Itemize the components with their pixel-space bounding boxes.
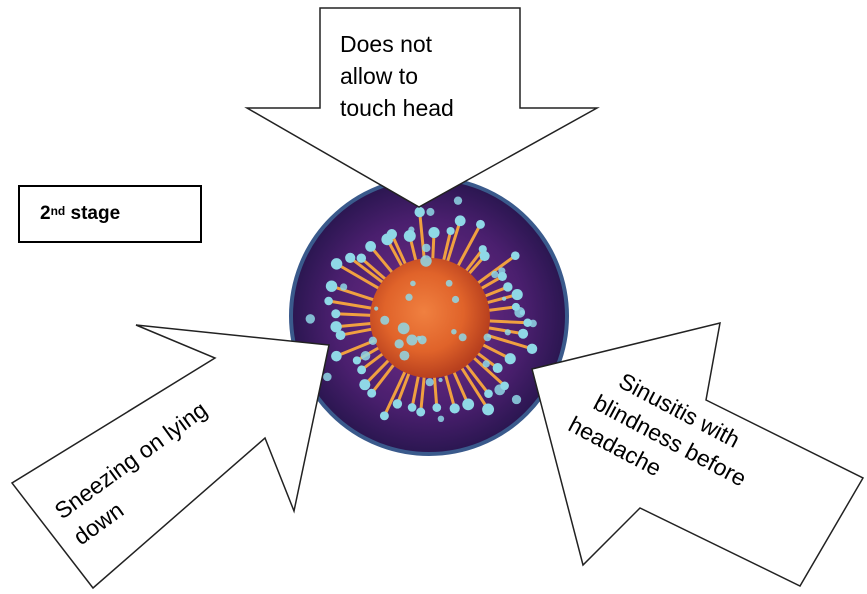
virus-spike-tip <box>380 411 389 420</box>
virus-spike-tip <box>331 351 342 362</box>
virus-particle <box>369 337 377 345</box>
virus-particle <box>374 306 378 310</box>
virus-particle <box>323 373 332 382</box>
virus-spike-tip <box>503 282 512 291</box>
virus-spike-tip <box>331 309 340 318</box>
virus-spike-tip <box>480 251 490 261</box>
virus-spike-tip <box>482 403 494 415</box>
virus-spike-tip <box>462 398 474 410</box>
virus-particle <box>451 329 456 334</box>
arrow-left: Sneezing on lying down <box>12 325 329 588</box>
virus-particle <box>491 271 498 278</box>
virus-spike-tip <box>416 408 425 417</box>
virus-particle <box>399 351 409 361</box>
virus-spike-tip <box>518 329 528 339</box>
virus-spike-tip <box>484 389 493 398</box>
virus-particle <box>426 378 434 386</box>
virus-particle <box>405 294 412 301</box>
virus-particle <box>446 280 453 287</box>
virus-spike-tip <box>408 403 417 412</box>
virus-particle <box>512 395 521 404</box>
virus-spike-tip <box>367 389 376 398</box>
virus-spike-tip <box>387 229 397 239</box>
virus-particle <box>438 416 444 422</box>
virus-particle <box>306 314 315 323</box>
virus-spike-tip <box>493 363 503 373</box>
virus-particle <box>420 255 431 266</box>
virus-particle <box>520 310 525 315</box>
virus-particle <box>498 267 505 274</box>
virus-particle <box>408 227 414 233</box>
virus-spike-tip <box>359 379 370 390</box>
virus-spike <box>488 321 528 323</box>
virus-particle <box>410 281 416 287</box>
virus-spike-tip <box>527 344 537 354</box>
virus-particle <box>494 384 505 395</box>
virus-particle <box>398 322 410 334</box>
virus-spike-tip <box>330 321 341 332</box>
virus-spike-tip <box>331 258 342 269</box>
virus-spike-tip <box>365 241 376 252</box>
virus-particle <box>426 208 434 216</box>
virus-particle <box>395 339 404 348</box>
virus-particle <box>502 297 506 301</box>
arrow-top: Does not allow to touch head <box>247 8 597 207</box>
virus-particle <box>452 296 459 303</box>
virus-spike-tip <box>505 353 516 364</box>
virus-particle <box>454 196 462 204</box>
virus-particle <box>417 336 421 340</box>
arrow-right: Sinusitis with blindness before headache <box>532 323 863 586</box>
virus-particle <box>483 360 490 367</box>
virus-spike-tip <box>450 403 460 413</box>
virus-particle <box>361 351 371 361</box>
virus-spike-tip <box>324 297 333 306</box>
virus-particle <box>459 333 467 341</box>
arrow-left-shape <box>12 325 329 588</box>
virus-particle <box>505 329 511 335</box>
virus-spike-tip <box>428 227 439 238</box>
virus-spike-tip <box>353 356 361 364</box>
virus-spike-tip <box>326 280 337 291</box>
virus-spike-tip <box>357 253 366 262</box>
virus-spike-tip <box>357 365 366 374</box>
virus-image <box>291 178 567 454</box>
virus-particle <box>406 334 417 345</box>
virus-spike-tip <box>455 215 466 226</box>
virus-spike-tip <box>511 251 520 260</box>
virus-spike <box>336 314 372 316</box>
virus-spike-tip <box>476 220 485 229</box>
virus-spike-tip <box>345 253 355 263</box>
virus-spike-tip <box>447 227 455 235</box>
virus-particle <box>484 333 492 341</box>
virus-spike-tip <box>414 207 424 217</box>
virus-particle <box>380 316 389 325</box>
virus-particle <box>438 378 442 382</box>
virus-spike-tip <box>393 399 402 408</box>
virus-spike-tip <box>512 289 523 300</box>
virus-particle <box>422 244 430 252</box>
virus-particle <box>529 320 537 328</box>
virus-particle <box>340 283 347 290</box>
virus-spike-tip <box>432 403 441 412</box>
